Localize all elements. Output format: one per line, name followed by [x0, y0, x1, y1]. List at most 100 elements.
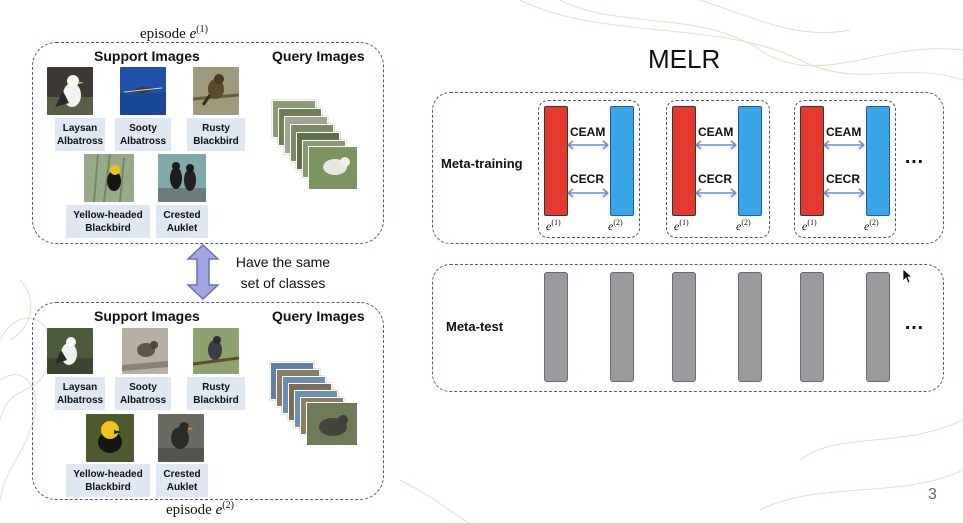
class-label-line: Blackbird	[193, 135, 239, 147]
e1-label: e(1)	[802, 218, 817, 234]
e-sup: (1)	[807, 218, 817, 227]
e-symbol: e	[736, 219, 742, 233]
meta-training-panel	[432, 92, 944, 244]
meta-test-label: Meta-test	[446, 319, 504, 334]
e-symbol: e	[608, 219, 614, 233]
same-classes-line-1: Have the same	[235, 254, 331, 270]
episode-1-query-title: Query Images	[272, 48, 365, 64]
class-label-line: Albatross	[119, 394, 167, 406]
test-feature-bar	[800, 272, 824, 382]
e2-label: e(2)	[608, 218, 623, 234]
class-label-line: Albatross	[119, 135, 167, 147]
ceam-arrow	[567, 140, 609, 150]
episode-1-sup: (1)	[196, 24, 208, 35]
episode-1-label: episode e(1)	[140, 24, 208, 43]
class-label-line: Blackbird	[193, 394, 239, 406]
episode-2-query-image	[306, 402, 358, 446]
episode-1-class-label-1: Laysan Albatross	[55, 118, 105, 151]
cecr-label: CECR	[698, 172, 733, 186]
episode-2-bird-image-3	[193, 328, 239, 374]
e2-label: e(2)	[736, 218, 751, 234]
pair-box-1	[538, 100, 640, 238]
e2-label: e(2)	[864, 218, 879, 234]
e-sup: (2)	[741, 218, 751, 227]
episode-1-query-image	[308, 146, 358, 190]
episode-1-box	[32, 42, 384, 244]
meta-test-ellipsis: …	[904, 312, 925, 334]
episode-1-bird-image-5	[158, 154, 206, 202]
episode-2-feature-bar	[866, 106, 890, 216]
meta-training-label: Meta-training	[441, 156, 523, 171]
e-sup: (1)	[551, 218, 561, 227]
same-classes-line-2: set of classes	[240, 275, 326, 291]
e-sup: (2)	[613, 218, 623, 227]
same-classes-text: Have the same set of classes	[228, 252, 338, 294]
episode-1-class-label-3: Rusty Blackbird	[187, 118, 245, 151]
episode-2-class-label-1: Laysan Albatross	[55, 377, 105, 410]
episode-2-support-title: Support Images	[94, 308, 200, 324]
episode-2-prefix: episode	[166, 502, 216, 518]
ceam-label: CEAM	[826, 125, 862, 139]
meta-training-ellipsis: …	[904, 146, 925, 168]
e-symbol: e	[674, 219, 680, 233]
episode-1-bird-image-1	[47, 67, 93, 115]
episode-1-feature-bar	[544, 106, 568, 216]
page-number: 3	[928, 486, 937, 503]
episode-2-bird-image-1	[47, 328, 93, 374]
class-label-line: Auklet	[166, 481, 198, 493]
ceam-arrow	[823, 140, 865, 150]
episode-1-support-title: Support Images	[94, 48, 200, 64]
episode-1-symbol: e	[189, 26, 197, 42]
episode-1-feature-bar	[800, 106, 824, 216]
e-symbol: e	[546, 219, 552, 233]
class-label-line: Laysan	[62, 122, 98, 134]
episode-1-class-label-5: Crested Auklet	[156, 205, 208, 238]
pair-box-2	[666, 100, 770, 238]
class-label-line: Laysan	[62, 381, 98, 393]
class-label-line: Sooty	[129, 122, 157, 134]
test-feature-bar	[544, 272, 568, 382]
melr-title: MELR	[648, 44, 721, 74]
episode-1-bird-image-4	[84, 154, 134, 202]
test-feature-bar	[866, 272, 890, 382]
episode-2-class-label-2: Sooty Albatross	[115, 377, 171, 410]
episode-2-sup: (2)	[222, 500, 234, 511]
pair-box-3	[794, 100, 896, 238]
cecr-label: CECR	[826, 172, 861, 186]
episode-1-prefix: episode	[140, 26, 190, 42]
episode-1-class-label-4: Yellow-headed Blackbird	[66, 205, 150, 238]
episode-2-class-label-3: Rusty Blackbird	[187, 377, 245, 410]
class-label-line: Blackbird	[85, 481, 131, 493]
test-feature-bar	[672, 272, 696, 382]
class-label-line: Albatross	[56, 394, 104, 406]
cecr-arrow	[567, 188, 609, 198]
class-label-line: Auklet	[166, 222, 198, 234]
class-label-line: Crested	[163, 209, 201, 221]
episode-2-class-label-5: Crested Auklet	[156, 464, 208, 497]
episode-2-feature-bar	[738, 106, 762, 216]
e1-label: e(1)	[546, 218, 561, 234]
episode-1-class-label-2: Sooty Albatross	[115, 118, 171, 151]
test-feature-bar	[738, 272, 762, 382]
ceam-label: CEAM	[570, 125, 606, 139]
class-label-line: Sooty	[129, 381, 157, 393]
episode-2-feature-bar	[610, 106, 634, 216]
cecr-arrow	[695, 188, 737, 198]
class-label-line: Blackbird	[85, 222, 131, 234]
class-label-line: Crested	[163, 468, 201, 480]
episode-2-bird-image-2	[122, 328, 168, 374]
e-symbol: e	[802, 219, 808, 233]
e-sup: (1)	[679, 218, 689, 227]
cecr-arrow	[823, 188, 865, 198]
episode-2-bird-image-4	[86, 414, 134, 462]
episode-1-feature-bar	[672, 106, 696, 216]
episode-2-bird-image-5	[158, 414, 204, 462]
episode-2-class-label-4: Yellow-headed Blackbird	[66, 464, 150, 497]
meta-test-panel	[432, 264, 944, 392]
same-classes-double-arrow	[186, 244, 220, 300]
episode-1-bird-image-2	[120, 67, 166, 115]
class-label-line: Rusty	[202, 381, 230, 393]
mouse-cursor-icon	[902, 268, 914, 284]
test-feature-bar	[610, 272, 634, 382]
